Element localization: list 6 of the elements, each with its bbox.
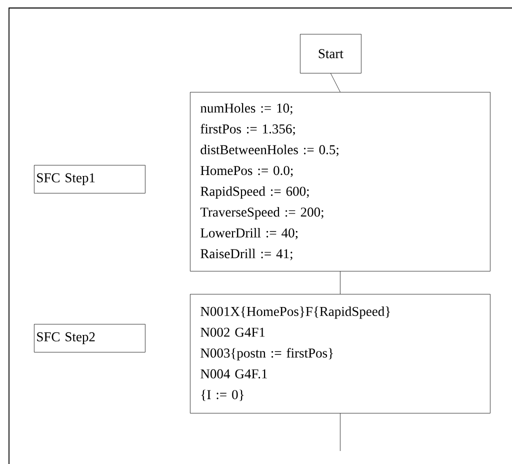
step-label-box: SFC Step2 <box>34 324 146 352</box>
step-label-box: SFC Step1 <box>34 165 146 194</box>
code-box: N001X{HomePos}F{RapidSpeed} N002 G4F1 N003{postn := firstPos} N004 G4F.1 {I := 0} <box>190 294 490 414</box>
code-box: numHoles := 10; firstPos := 1.356; distBetweenHoles := 0.5; HomePos := 0.0; RapidSpeed := 600; TraverseSpeed := 200; LowerDrill := 40; RaiseDrill := 41; <box>190 92 490 272</box>
connector-line <box>330 73 340 92</box>
start-box: Start <box>300 34 362 74</box>
